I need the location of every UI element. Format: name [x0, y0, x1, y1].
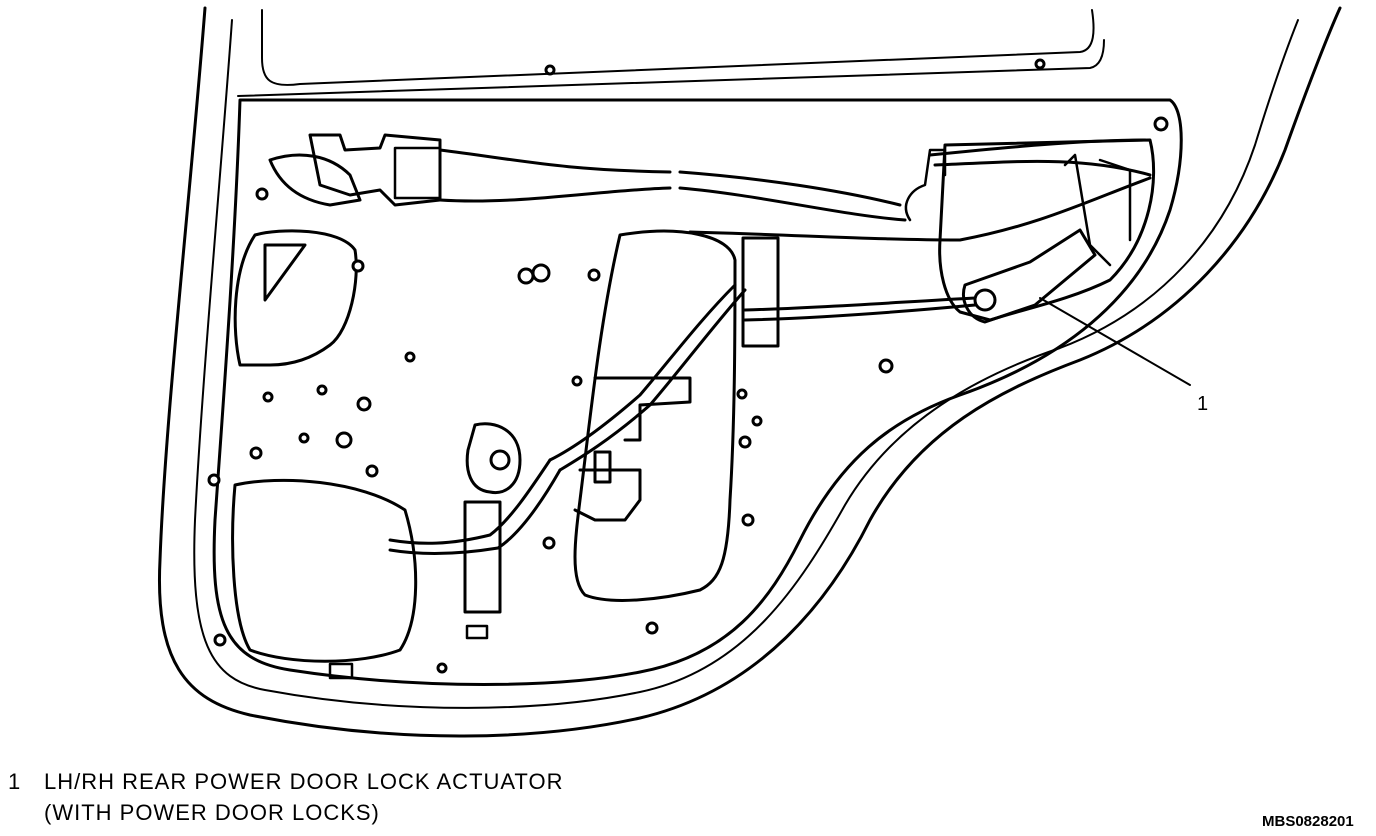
- inner-trim-panel: [212, 98, 1183, 686]
- callout-number: 1: [1197, 393, 1208, 415]
- door-outer-frame: [157, 6, 1342, 738]
- legend-item-line1: LH/RH REAR POWER DOOR LOCK ACTUATOR: [44, 769, 564, 794]
- left-cavity: [231, 229, 522, 663]
- legend-item-number: 1: [8, 769, 22, 794]
- callout-leader-line: [1039, 297, 1191, 386]
- upper-rod-assembly: [268, 133, 1152, 242]
- actuator-bracket: [938, 138, 1156, 324]
- figure-reference-code: MBS0828201: [1262, 813, 1354, 830]
- lock-rod: [388, 283, 977, 556]
- mounting-holes: [207, 58, 1169, 680]
- center-cutout: [573, 229, 780, 602]
- legend-item-line2: (WITH POWER DOOR LOCKS): [44, 800, 380, 825]
